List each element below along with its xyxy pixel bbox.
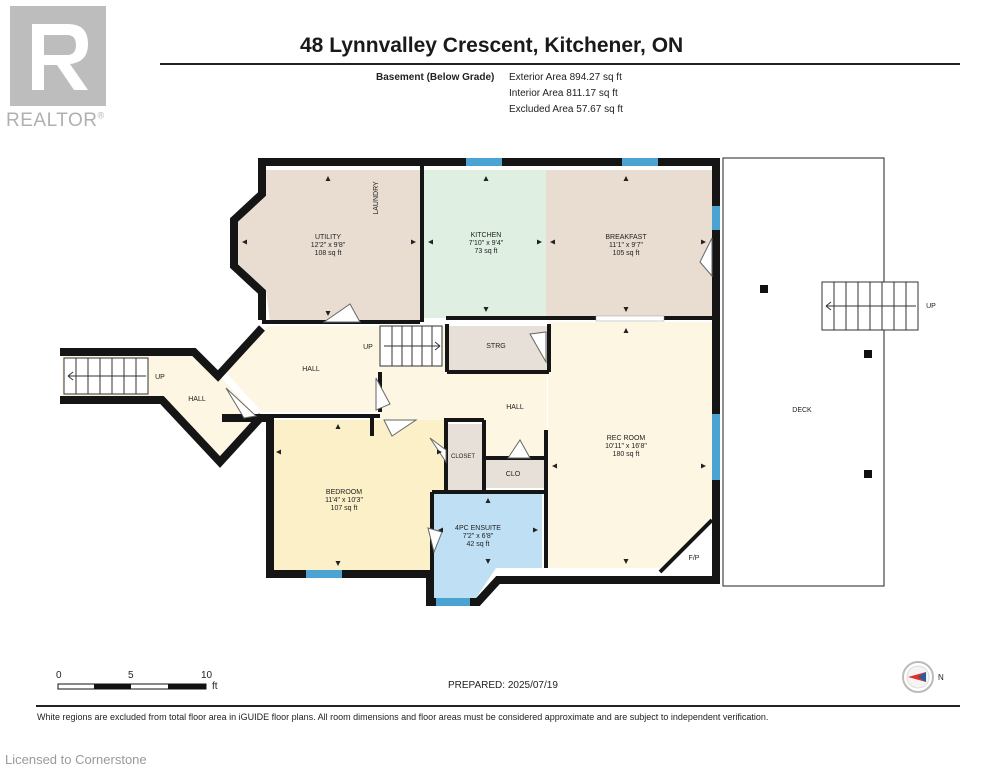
breakfast-name: BREAKFAST (605, 234, 647, 241)
excluded-area: Excluded Area 57.67 sq ft (509, 104, 623, 115)
windows (306, 158, 720, 606)
kitchen-name: KITCHEN (471, 232, 502, 239)
ensuite-name: 4PC ENSUITE (455, 525, 501, 532)
scale-unit: ft (212, 681, 218, 692)
deck-posts (760, 285, 872, 478)
utility-area: 108 sq ft (315, 250, 342, 257)
kitchen-area: 73 sq ft (475, 248, 498, 255)
rec-room-name: REC ROOM (607, 435, 646, 442)
left-hall-label: HALL (188, 396, 206, 403)
closet-room (446, 424, 482, 490)
deck-label: DECK (792, 407, 812, 414)
breakfast-room (546, 170, 712, 318)
ensuite-dims: 7'2" x 6'8" (463, 533, 494, 540)
title-rule (160, 63, 960, 65)
level-label: Basement (Below Grade) (376, 72, 495, 83)
center-stairs-up-label: UP (363, 344, 373, 351)
compass-north-label: N (938, 673, 944, 682)
clo-label: CLO (506, 471, 521, 478)
ensuite-room (434, 494, 542, 598)
dimension-arrows (242, 176, 706, 566)
strg-label: STRG (486, 343, 505, 350)
center-hall-label: HALL (506, 404, 524, 411)
left-stairs-up-label: UP (155, 374, 165, 381)
deck-stairs-up-label: UP (926, 303, 936, 310)
footer-disclaimer: White regions are excluded from total fl… (37, 712, 769, 722)
realtor-logo: REALTOR® (6, 6, 118, 132)
realtor-r-mark (10, 6, 106, 106)
bedroom-dims: 11'4" x 10'3" (325, 497, 363, 504)
utility-name: UTILITY (315, 234, 341, 241)
kitchen-room (424, 170, 546, 318)
scale-tick-0: 0 (56, 670, 62, 681)
scale-tick-5: 5 (128, 670, 134, 681)
storage-room (449, 326, 547, 370)
center-hall (380, 370, 547, 456)
laundry-label: LAUNDRY (373, 181, 380, 215)
page-title: 48 Lynnvalley Crescent, Kitchener, ON (300, 34, 684, 57)
breakfast-dims: 11'1" x 9'7" (609, 242, 643, 249)
utility-dims: 12'2" x 9'8" (311, 242, 346, 249)
deck-area (722, 157, 885, 587)
stairs-deck (821, 281, 919, 331)
kitchen-dims: 7'10" x 9'4" (469, 240, 504, 247)
compass-icon (902, 661, 934, 693)
bedroom-name: BEDROOM (326, 489, 362, 496)
closet-label: CLOSET (451, 454, 475, 460)
prepared-date: PREPARED: 2025/07/19 (448, 680, 558, 691)
rec-room-area: 180 sq ft (613, 451, 640, 458)
utility-room (236, 170, 420, 322)
rec-room-dims: 10'11" x 16'8" (605, 443, 647, 450)
realtor-wordmark: REALTOR® (6, 110, 105, 131)
bedroom-room (272, 420, 446, 570)
opening (595, 315, 665, 322)
clo-room (486, 460, 544, 488)
fireplace-label: F/P (689, 555, 700, 562)
exterior-area: Exterior Area 894.27 sq ft (509, 72, 622, 83)
stairs-left (63, 357, 149, 395)
bedroom-area: 107 sq ft (331, 505, 358, 512)
license-credit: Licensed to Cornerstone (5, 752, 147, 767)
upper-hall-label: HALL (302, 366, 320, 373)
interior-area: Interior Area 811.17 sq ft (509, 88, 618, 99)
stairs-center (379, 325, 443, 367)
scale-tick-10: 10 (201, 670, 213, 681)
breakfast-area: 105 sq ft (613, 250, 640, 257)
rec-room (548, 322, 712, 568)
scale-bar (57, 683, 207, 690)
ensuite-area: 42 sq ft (467, 541, 490, 548)
